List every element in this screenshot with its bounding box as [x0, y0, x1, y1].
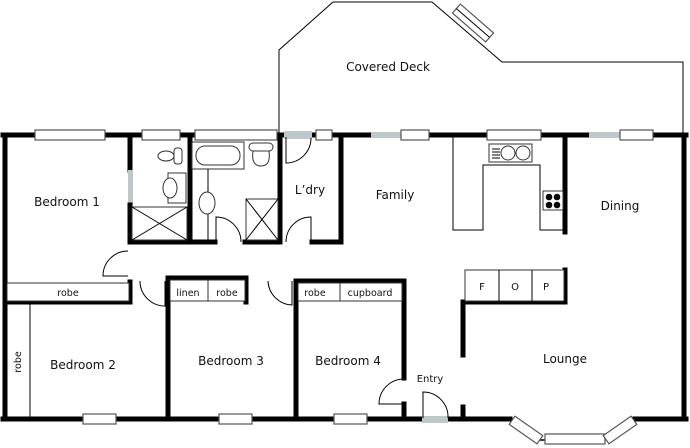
storage-label-linen: linen	[176, 288, 199, 299]
bathroom-shower	[245, 198, 279, 241]
room-label-laundry: L’dry	[295, 183, 325, 197]
storage-label-robe-bedroom-4: robe	[304, 288, 326, 299]
doors	[102, 137, 449, 419]
storage-units	[6, 279, 403, 418]
ensuite-fixtures	[131, 147, 188, 241]
ensuite-shower	[131, 206, 188, 241]
room-label-bedroom-1: Bedroom 1	[34, 195, 100, 209]
top-windows	[34, 129, 654, 141]
appliance-label-oven: O	[511, 282, 519, 293]
kitchen	[452, 137, 565, 302]
storage-label-robe-bedroom-3: robe	[216, 288, 238, 299]
bottom-windows	[82, 413, 638, 445]
interior-walls	[2, 132, 568, 422]
storage-label-cupboard: cupboard	[348, 288, 393, 299]
deck-window	[451, 3, 495, 43]
room-label-lounge: Lounge	[543, 352, 587, 366]
room-label-covered-deck: Covered Deck	[346, 60, 430, 74]
room-label-bedroom-3: Bedroom 3	[198, 354, 264, 368]
bathroom-fixtures	[191, 141, 279, 241]
room-label-bedroom-2: Bedroom 2	[50, 358, 116, 372]
room-label-dining: Dining	[601, 199, 640, 213]
appliance-label-pantry: P	[543, 282, 549, 293]
storage-label-robe-bedroom-1: robe	[57, 288, 79, 299]
sink-icon	[488, 143, 533, 163]
room-label-entry: Entry	[417, 374, 444, 385]
fop-units	[464, 269, 565, 302]
covered-deck-outline	[278, 1, 684, 133]
storage-label-robe-bedroom-2: robe	[13, 351, 24, 373]
room-label-bedroom-4: Bedroom 4	[315, 354, 381, 368]
room-label-family: Family	[376, 188, 415, 202]
cooktop-icon	[542, 190, 564, 211]
appliance-label-fridge: F	[479, 282, 485, 293]
